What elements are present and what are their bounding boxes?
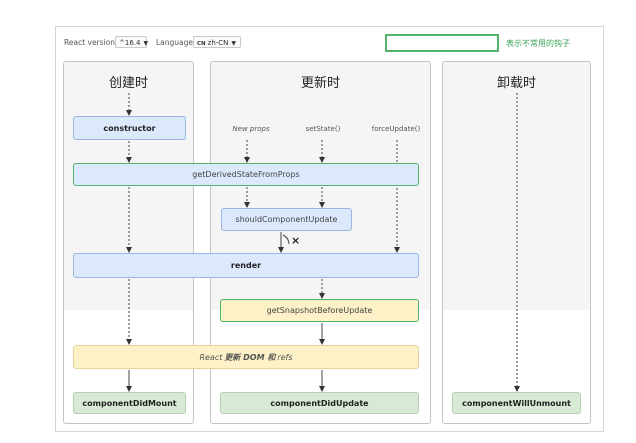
node-will-unmount-label: componentWillUnmount <box>462 398 571 408</box>
trigger-force-update: forceUpdate() <box>371 125 421 133</box>
phase-unmount-title: 卸载时 <box>496 76 536 91</box>
phase-update-column <box>210 61 431 424</box>
legend-text: 表示不常用的钩子 <box>506 39 570 48</box>
phase-unmount-column <box>442 61 591 424</box>
node-gdsfp-label: getDerivedStateFromProps <box>192 170 300 179</box>
node-react-middle: 更新 DOM 和 <box>224 352 276 362</box>
react-version-value: ^16.4 <box>119 39 141 47</box>
node-component-did-mount: componentDidMount <box>73 392 186 414</box>
node-constructor-label: constructor <box>103 123 156 133</box>
node-react-suffix: refs <box>277 352 293 362</box>
close-icon: × <box>291 234 301 247</box>
node-component-will-unmount: componentWillUnmount <box>452 392 581 414</box>
node-get-snapshot-before-update: getSnapshotBeforeUpdate <box>220 299 419 322</box>
react-version-label: React version <box>64 38 116 47</box>
node-render-label: render <box>230 261 262 270</box>
trigger-set-state: setState() <box>305 125 341 133</box>
node-get-derived-state-from-props: getDerivedStateFromProps <box>73 163 419 186</box>
node-scu-label: shouldComponentUpdate <box>235 215 338 224</box>
language-value: zh-CN <box>207 39 229 47</box>
flag-icon: CN <box>197 41 206 47</box>
node-did-mount-label: componentDidMount <box>82 398 177 408</box>
trigger-new-props: New props <box>232 125 270 133</box>
node-constructor: constructor <box>73 116 186 140</box>
node-render: render <box>73 253 419 278</box>
chevron-down-icon: ▼ <box>143 40 149 47</box>
node-component-did-update: componentDidUpdate <box>220 392 419 414</box>
node-snapshot-label: getSnapshotBeforeUpdate <box>266 306 373 315</box>
phase-mount-title: 创建时 <box>108 76 148 91</box>
node-react-prefix: React <box>199 352 223 362</box>
phase-update-title: 更新时 <box>300 76 340 91</box>
node-did-update-label: componentDidUpdate <box>270 398 369 408</box>
react-version-select[interactable]: ^16.4▼ <box>115 36 149 48</box>
node-react-updates-dom: React 更新 DOM 和 refs <box>73 345 419 369</box>
chevron-down-icon: ▼ <box>231 40 237 47</box>
language-label: Language <box>156 38 194 47</box>
node-should-component-update: shouldComponentUpdate <box>221 208 352 231</box>
legend-swatch <box>385 34 499 52</box>
